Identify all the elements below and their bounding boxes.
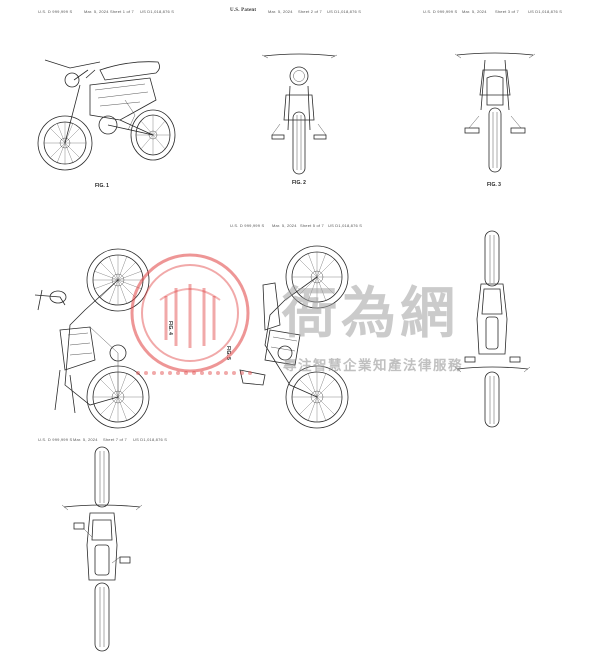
header-date: Mar. 5, 2024 [268, 9, 293, 14]
header-patent-number: U.S. D 999,999 S [38, 437, 73, 442]
header-date: Mar. 5, 2024 [84, 9, 109, 14]
fig5-side-drawing [239, 245, 349, 429]
header-sheet: Sheet 2 of 7 [298, 9, 322, 14]
fig2-front-drawing [261, 53, 338, 175]
patent-sheet-middle: U.S. D 999,999 S Mar. 5, 2024 Sheet 5 of… [0, 215, 600, 430]
header-sheet: Sheet 7 of 7 [103, 437, 127, 442]
header-patent-number: U.S. D 999,999 S [38, 9, 73, 14]
figure-label: FIG. 1 [95, 183, 109, 189]
header-sheet: Sheet 3 of 7 [495, 9, 519, 14]
patent-sheet-top: U.S. D 999,999 S Mar. 5, 2024 Sheet 1 of… [0, 0, 600, 215]
fig1-perspective-drawing [37, 59, 176, 171]
header-doc-number: US D1,018,876 S [133, 437, 168, 442]
header-date: Mar. 5, 2024 [73, 437, 98, 442]
header-sheet: Sheet 5 of 7 [300, 223, 324, 228]
header-doc-number: US D1,018,876 S [140, 9, 175, 14]
fig4-side-drawing [34, 248, 150, 429]
patent-sheet-bottom: U.S. D 999,999 S Mar. 5, 2024 Sheet 7 of… [0, 430, 200, 654]
header-doc-number: US D1,018,876 S [528, 9, 563, 14]
header-date: Mar. 5, 2024 [462, 9, 487, 14]
figure-label: FIG. 4 [166, 321, 173, 335]
figure-label: FIG. 3 [487, 182, 501, 188]
header-patent-number: U.S. D 999,999 S [423, 9, 458, 14]
figure-label: FIG. 5 [224, 346, 231, 360]
header-sheet: Sheet 1 of 7 [110, 9, 134, 14]
header-doc-number: US D1,018,876 S [327, 9, 362, 14]
header-patent-number: U.S. D 999,999 S [230, 223, 265, 228]
fig7-bottom-drawing [61, 446, 143, 652]
header-date: Mar. 5, 2024 [272, 223, 297, 228]
header-doc-number: US D1,018,876 S [328, 223, 363, 228]
fig6-top-drawing [454, 230, 531, 428]
header-title: U.S. Patent [230, 8, 257, 13]
figure-label: FIG. 2 [292, 180, 306, 186]
fig3-rear-drawing [454, 52, 536, 173]
